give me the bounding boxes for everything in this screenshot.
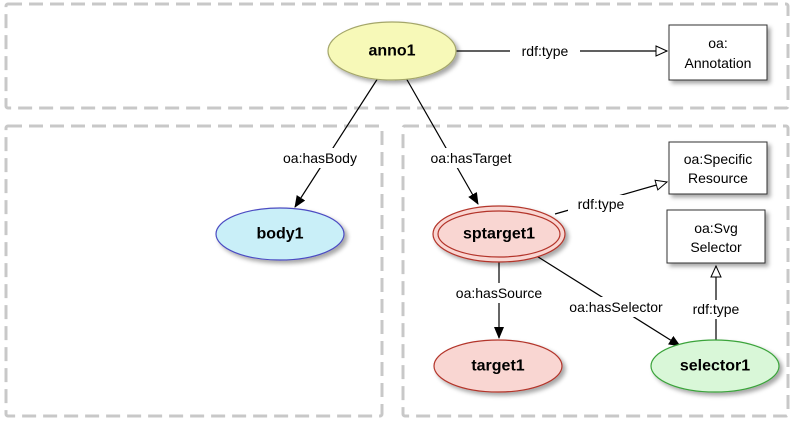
has-body-label: oa:hasBody bbox=[283, 150, 357, 166]
has-body-edge bbox=[294, 77, 379, 208]
node-target1-label: target1 bbox=[471, 358, 524, 375]
class-specific-resource-line2: Resource bbox=[688, 170, 748, 186]
target-region bbox=[401, 124, 790, 418]
class-specific-resource-line1: oa:Specific bbox=[684, 151, 752, 167]
node-anno1: anno1 bbox=[327, 21, 457, 81]
node-anno1-ellipse bbox=[327, 21, 457, 81]
node-body1-ellipse bbox=[215, 207, 345, 261]
node-selector1-label: selector1 bbox=[680, 358, 750, 375]
body-region bbox=[4, 124, 384, 418]
class-oa-specific-resource: oa:Specific Resource bbox=[668, 141, 768, 195]
node-target1-ellipse bbox=[433, 339, 563, 393]
node-sptarget1-label: sptarget1 bbox=[463, 226, 535, 243]
annotation-region bbox=[4, 2, 790, 110]
sptarget-type-label: rdf:type bbox=[578, 196, 625, 212]
node-sptarget1-outer-ring bbox=[432, 205, 566, 263]
node-body1: body1 bbox=[215, 207, 345, 261]
has-source-label: oa:hasSource bbox=[456, 285, 543, 301]
class-oa-svg-selector: oa:Svg Selector bbox=[666, 209, 766, 264]
node-selector1: selector1 bbox=[650, 339, 780, 393]
node-target1: target1 bbox=[433, 339, 563, 393]
has-target-label: oa:hasTarget bbox=[431, 150, 512, 166]
node-sptarget1-inner-ring bbox=[437, 210, 561, 258]
node-sptarget1: sptarget1 bbox=[432, 205, 566, 263]
class-svg-selector-line1: oa:Svg bbox=[694, 220, 738, 236]
selector-type-label: rdf:type bbox=[693, 301, 740, 317]
node-body1-label: body1 bbox=[256, 226, 303, 243]
node-selector1-ellipse bbox=[650, 339, 780, 393]
class-annotation-line2: Annotation bbox=[685, 55, 752, 71]
node-anno1-label: anno1 bbox=[368, 43, 415, 60]
class-annotation-line1: oa: bbox=[708, 35, 727, 51]
has-target-edge bbox=[405, 77, 479, 205]
class-svg-selector-line2: Selector bbox=[690, 239, 742, 255]
has-selector-label: oa:hasSelector bbox=[569, 299, 663, 315]
anno-type-label: rdf:type bbox=[522, 43, 569, 59]
class-oa-annotation: oa: Annotation bbox=[668, 24, 768, 81]
